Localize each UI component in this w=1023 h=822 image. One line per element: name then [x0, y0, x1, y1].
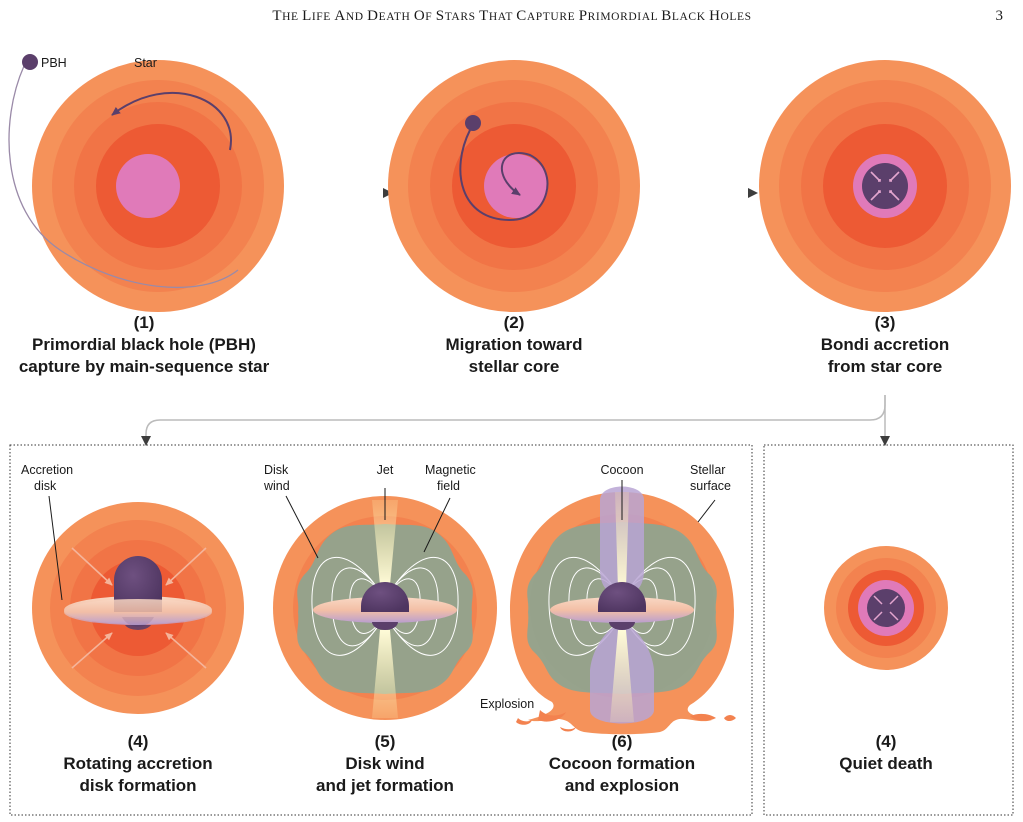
branch-arrow-left-head — [141, 436, 151, 446]
svg-text:Rotating accretion: Rotating accretion — [63, 754, 212, 773]
arrow-2-to-3-head — [748, 188, 758, 198]
pbh-6 — [598, 582, 646, 612]
bondi-inflow-arrows-3 — [870, 171, 900, 201]
label-stellar-2: surface — [690, 479, 731, 493]
explosion-ejecta — [516, 710, 736, 732]
pbh-dot-2 — [465, 115, 481, 131]
svg-text:from star core: from star core — [828, 357, 942, 376]
svg-text:(4): (4) — [876, 732, 897, 751]
label-magnetic-1: Magnetic — [425, 463, 476, 477]
svg-text:Migration toward: Migration toward — [446, 335, 583, 354]
jet-up-6 — [615, 492, 629, 590]
accretion-disk-4-front — [64, 599, 212, 625]
caption-stage-5: (5) Disk wind and jet formation — [316, 732, 454, 795]
running-header: THE LIFE AND DEATH OF STARS THAT CAPTURE… — [272, 8, 751, 24]
capture-trajectory — [8, 65, 239, 289]
caption-stage-3: (3) Bondi accretion from star core — [821, 313, 949, 376]
svg-text:(2): (2) — [504, 313, 525, 332]
jet-down-5 — [372, 630, 398, 718]
pbh-label: PBH — [41, 56, 67, 70]
leader-accretion-disk — [48, 495, 63, 601]
caption-stage-1: (1) Primordial black hole (PBH) capture … — [19, 313, 270, 376]
stellar-core — [116, 154, 180, 218]
svg-text:(3): (3) — [875, 313, 896, 332]
explosion-path-box — [9, 444, 753, 816]
svg-text:disk formation: disk formation — [79, 776, 196, 795]
label-stellar-1: Stellar — [690, 463, 725, 477]
stage-1-star — [32, 60, 284, 312]
quiet-death-box — [763, 444, 1014, 816]
pbh-4-shadow — [125, 625, 151, 631]
label-jet: Jet — [377, 463, 394, 477]
leader-stellar-surface — [697, 499, 716, 523]
stage-3-star — [759, 60, 1011, 312]
label-accretion-2: disk — [34, 479, 57, 493]
caption-quiet-death: (4) Quiet death — [839, 732, 933, 773]
stellar-core — [484, 154, 548, 218]
label-disk-wind-1: Disk — [264, 463, 289, 477]
stage-2-star — [388, 60, 640, 312]
label-magnetic-2: field — [437, 479, 460, 493]
pbh-3 — [862, 163, 908, 209]
label-disk-wind-2: wind — [263, 479, 290, 493]
svg-text:(4): (4) — [128, 732, 149, 751]
pbh-5-bottom — [372, 622, 398, 630]
label-cocoon: Cocoon — [600, 463, 643, 477]
svg-text:Disk wind: Disk wind — [345, 754, 424, 773]
jet-down-6 — [610, 630, 634, 722]
branch-arrow-left — [145, 395, 886, 440]
pbh-6-bottom — [609, 622, 635, 630]
caption-stage-6: (6) Cocoon formation and explosion — [549, 732, 695, 795]
pbh-4 — [114, 556, 162, 612]
svg-text:(6): (6) — [612, 732, 633, 751]
caption-stage-2: (2) Migration toward stellar core — [446, 313, 583, 376]
leader-disk-wind — [285, 495, 319, 559]
svg-text:Cocoon formation: Cocoon formation — [549, 754, 695, 773]
svg-text:(5): (5) — [375, 732, 396, 751]
label-explosion: Explosion — [480, 697, 534, 711]
label-accretion-1: Accretion — [21, 463, 73, 477]
migration-spiral — [459, 129, 549, 222]
svg-text:capture by main-sequence star: capture by main-sequence star — [19, 357, 270, 376]
caption-stage-4: (4) Rotating accretion disk formation — [63, 732, 212, 795]
svg-text:(1): (1) — [134, 313, 155, 332]
jet-up-5 — [372, 500, 398, 585]
quiet-death-star — [824, 546, 948, 670]
svg-text:Bondi accretion: Bondi accretion — [821, 335, 949, 354]
svg-text:Quiet death: Quiet death — [839, 754, 933, 773]
orbit-arrow-1 — [111, 91, 232, 151]
pbh-dot-1 — [22, 54, 38, 70]
branch-arrow-down-head — [880, 436, 890, 446]
page-number: 3 — [996, 8, 1004, 24]
infall-arrows-4 — [71, 547, 207, 669]
star-label: Star — [134, 56, 157, 70]
arrow-1-to-2-head — [383, 188, 393, 198]
pbh-quiet — [867, 589, 905, 627]
bondi-inflow-arrows-quiet — [873, 595, 899, 621]
pbh-5 — [361, 582, 409, 612]
svg-text:and jet formation: and jet formation — [316, 776, 454, 795]
svg-text:Primordial black hole (PBH): Primordial black hole (PBH) — [32, 335, 256, 354]
svg-text:stellar core: stellar core — [469, 357, 560, 376]
svg-text:and explosion: and explosion — [565, 776, 679, 795]
leader-magnetic-field — [423, 497, 451, 553]
